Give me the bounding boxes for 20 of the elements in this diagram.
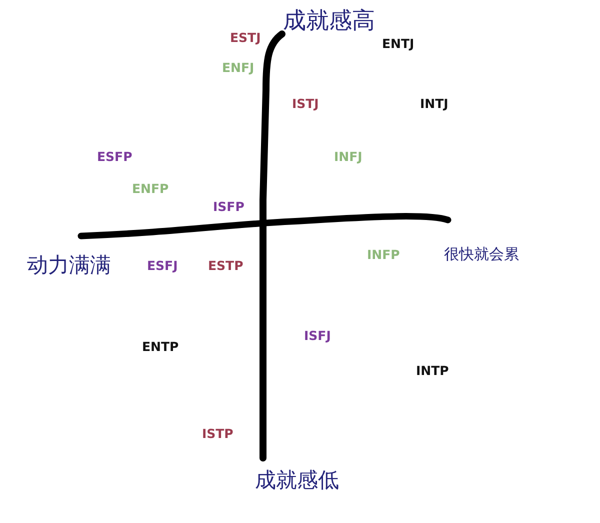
personality-type-label: ESTJ	[230, 30, 261, 46]
personality-type-label: ENTJ	[382, 36, 414, 52]
personality-type-label: INFP	[367, 248, 400, 262]
personality-type-label: ESFJ	[147, 258, 178, 274]
personality-type-label: ISTP	[202, 426, 234, 442]
personality-type-label: INTP	[416, 364, 449, 378]
personality-type-label: ISFJ	[304, 328, 331, 344]
personality-type-label: ENFP	[132, 182, 169, 196]
axis-end-label: 很快就会累	[444, 246, 519, 264]
axis-end-label: 成就感高	[283, 8, 375, 34]
personality-type-label: ESFP	[97, 150, 132, 164]
personality-type-label: INTJ	[420, 96, 448, 112]
axis-end-label: 成就感低	[255, 468, 339, 492]
personality-type-label: ISTJ	[292, 96, 319, 112]
personality-type-label: ESTP	[208, 258, 244, 274]
personality-type-label: INFJ	[334, 150, 362, 164]
personality-type-label: ISFP	[213, 200, 244, 214]
personality-type-label: ENTP	[142, 340, 179, 354]
personality-type-label: ENFJ	[222, 60, 254, 76]
axis-end-label: 动力满满	[27, 252, 111, 277]
